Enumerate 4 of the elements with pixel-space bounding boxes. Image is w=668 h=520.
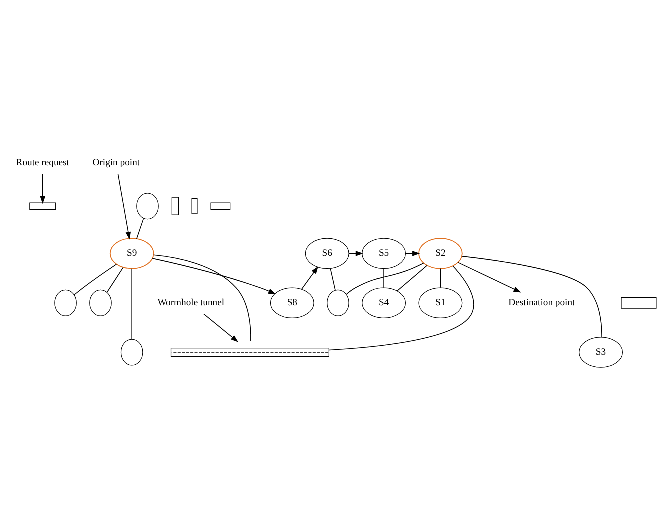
node-text: Origin point <box>92 158 140 169</box>
node-text: Route request <box>16 158 70 169</box>
node-text: Destination point <box>508 297 576 308</box>
node-text: Wormhole tunnel <box>158 297 225 308</box>
